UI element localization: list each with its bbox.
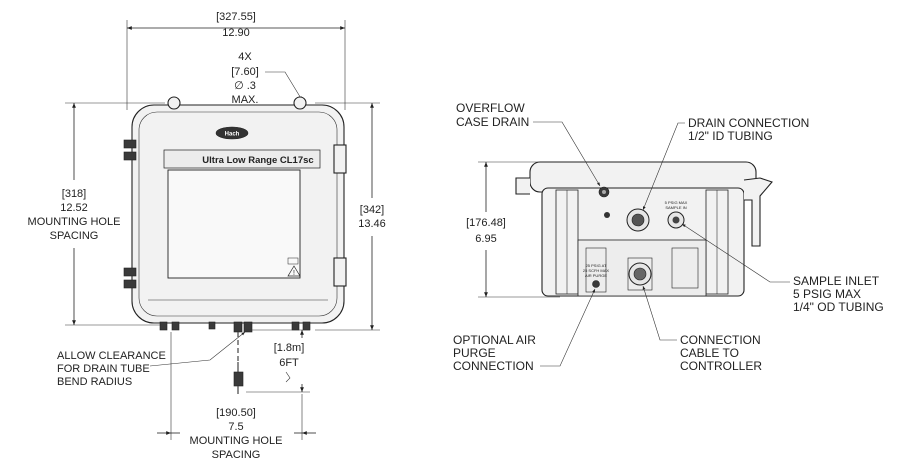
cable-ft: 6FT <box>279 357 299 369</box>
bottom-fitting <box>208 321 216 330</box>
air-purge-label: CONNECTION <box>453 359 534 373</box>
connection-label: CONTROLLER <box>680 359 762 373</box>
hole-mm: [7.60] <box>231 66 259 78</box>
depth-in: 6.95 <box>475 233 496 245</box>
connection-label: CONNECTION <box>680 333 761 347</box>
product-label-band <box>163 149 321 169</box>
bottom-spacing-in: 7.5 <box>228 421 243 433</box>
latch <box>743 177 773 247</box>
hazard-icon <box>287 257 299 265</box>
clearance-leader <box>149 331 246 367</box>
height-in: 13.46 <box>358 218 386 230</box>
drain-fitting <box>243 321 253 333</box>
hole-leader <box>265 71 303 101</box>
bottom-fitting <box>159 321 168 331</box>
bottom-view: [176.48] 6.95 <box>453 101 884 373</box>
sample-leader <box>681 223 790 283</box>
break-symbol <box>285 371 291 383</box>
logo-text: Hach <box>225 132 240 138</box>
overflow-label: CASE DRAIN <box>456 115 529 129</box>
sample-inlet-tag: SAMPLE IN <box>665 205 686 210</box>
spacing-mm: [318] <box>62 188 86 200</box>
bottom-spacing-mm: [190.50] <box>216 407 256 419</box>
spacing-label: SPACING <box>50 230 99 242</box>
bottom-fitting <box>171 321 180 331</box>
sample-inlet-tag: 5 PSIG MAX <box>665 200 688 205</box>
hinge <box>123 267 137 277</box>
cable-mm: [1.8m] <box>274 342 305 354</box>
hinge <box>123 279 137 289</box>
air-purge-label: PURGE <box>453 346 496 360</box>
enclosure-front: Hach Ultra Low Range CL17sc ! <box>123 96 347 333</box>
connection-label: CABLE TO <box>680 346 739 360</box>
cable-connector-icon <box>233 371 244 387</box>
hole-count: 4X <box>238 51 252 63</box>
sample-label: SAMPLE INLET <box>793 274 880 288</box>
enclosure-rim <box>138 111 338 317</box>
overflow-leader <box>533 121 601 187</box>
drain-label: DRAIN CONNECTION <box>688 116 809 130</box>
spacing-label: MOUNTING HOLE <box>28 216 121 228</box>
sample-label: 1/4" OD TUBING <box>793 300 884 314</box>
hinge-flange <box>515 177 530 195</box>
width-mm: [327.55] <box>216 11 256 23</box>
width-in: 12.90 <box>222 27 250 39</box>
vent-hole <box>604 212 610 218</box>
brand-logo <box>215 126 249 140</box>
enclosure-bottom: 5 PSIG MAX SAMPLE IN 25 PSIG AT 25 SCFH … <box>515 161 773 297</box>
hinge <box>123 151 137 161</box>
overflow-label: OVERFLOW <box>456 101 525 115</box>
connection-leader <box>642 285 677 341</box>
svg-text:!: ! <box>293 270 295 277</box>
hinge <box>123 139 137 149</box>
warning-icon <box>287 265 301 277</box>
sample-label: 5 PSIG MAX <box>793 287 861 301</box>
display-window <box>167 169 301 279</box>
air-purge-icon <box>592 280 600 288</box>
air-purge-tag: 25 PSIG AT <box>586 263 607 268</box>
mounting-tab <box>293 96 307 110</box>
clearance-text: ALLOW CLEARANCE <box>57 350 166 362</box>
air-purge-tag: AIR PURGE <box>585 273 607 278</box>
bottom-spacing-label: MOUNTING HOLE <box>190 435 283 447</box>
air-purge-tag: 25 SCFH MAX <box>583 268 610 273</box>
bottom-spacing-label: SPACING <box>212 449 261 461</box>
cable-fitting <box>233 321 243 333</box>
bottom-fitting <box>291 321 300 331</box>
clearance-text: BEND RADIUS <box>57 376 132 388</box>
clearance-text: FOR DRAIN TUBE <box>57 363 150 375</box>
air-purge-label: OPTIONAL AIR <box>453 333 536 347</box>
product-label: Ultra Low Range CL17sc <box>202 155 313 166</box>
mounting-tab <box>167 96 181 110</box>
hole-in: ∅ .3 <box>234 80 256 92</box>
height-mm: [342] <box>360 204 384 216</box>
bottom-fitting <box>302 321 311 331</box>
front-view: [327.55] 12.90 4X [7.60] ∅ .3 MAX. [318]… <box>28 11 386 461</box>
drain-leader <box>642 122 685 211</box>
drain-label: 1/2" ID TUBING <box>688 129 773 143</box>
depth-mm: [176.48] <box>466 217 506 229</box>
spacing-in: 12.52 <box>60 202 88 214</box>
latch <box>333 257 347 287</box>
hole-max: MAX. <box>232 94 259 106</box>
latch <box>333 144 347 174</box>
air-purge-leader <box>540 288 596 367</box>
